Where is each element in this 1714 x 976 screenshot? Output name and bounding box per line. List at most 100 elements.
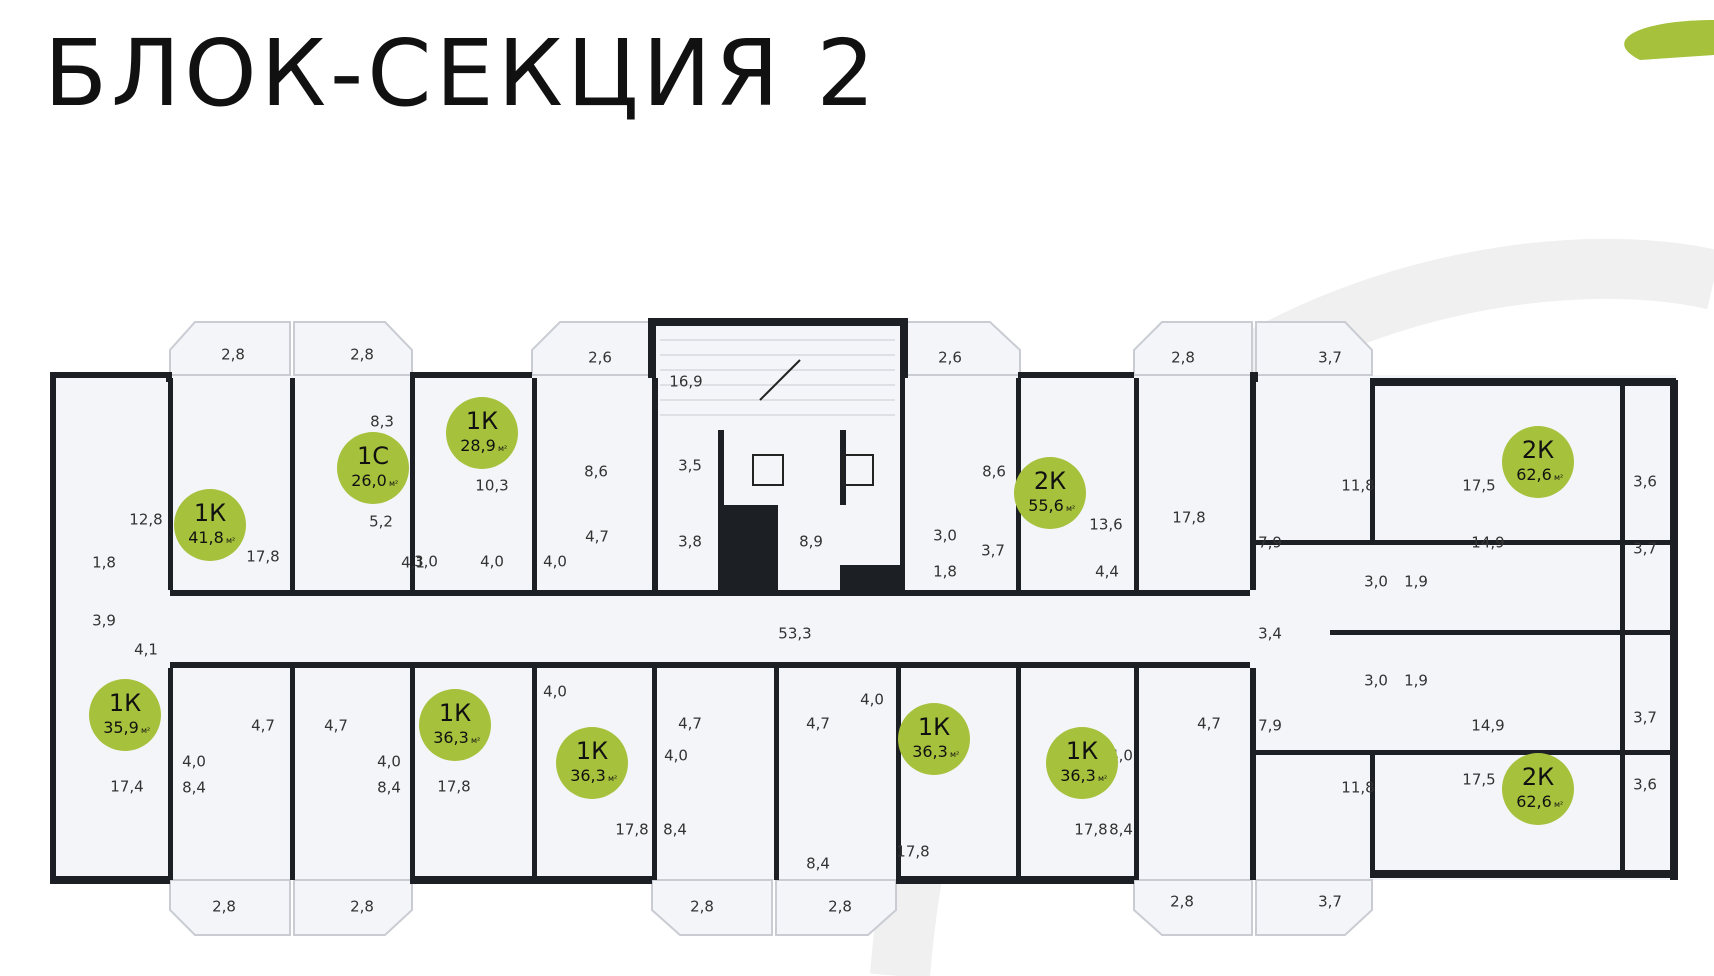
area-unit: м² [1066, 504, 1075, 513]
room-area-label: 17,5 [1462, 477, 1495, 495]
apartment-area: 26,0 [351, 471, 387, 490]
area-unit: м² [950, 750, 959, 759]
room-area-label: 4,7 [806, 715, 830, 733]
room-area-label: 7,9 [1258, 717, 1282, 735]
room-area-label: 8,4 [182, 779, 206, 797]
room-area-label: 2,8 [221, 346, 245, 364]
room-area-label: 8,4 [806, 855, 830, 873]
apartment-area: 28,9 [460, 436, 496, 455]
floor-area [52, 322, 1676, 880]
badge-circle [89, 679, 161, 751]
room-area-label: 4,0 [664, 747, 688, 765]
room-area-label: 3,8 [678, 533, 702, 551]
room-area-label: 3,5 [678, 457, 702, 475]
room-area-label: 17,8 [1074, 821, 1107, 839]
elevator-icon [752, 454, 874, 486]
area-unit: м² [389, 479, 398, 488]
room-area-label: 2,8 [828, 898, 852, 916]
room-area-label: 12,8 [129, 511, 162, 529]
room-area-label: 1,9 [1404, 573, 1428, 591]
room-area-label: 11,8 [1341, 477, 1374, 495]
apartment-area: 41,8 [188, 528, 224, 547]
apartment-type: 2К [1522, 436, 1554, 464]
room-area-label: 4,0 [480, 553, 504, 571]
room-area-label: 17,4 [110, 778, 143, 796]
room-area-label: 17,5 [1462, 771, 1495, 789]
room-area-label: 2,8 [212, 898, 236, 916]
room-area-label: 2,6 [588, 349, 612, 367]
room-area-label: 5,2 [369, 513, 393, 531]
room-area-label: 1,8 [933, 563, 957, 581]
room-area-label: 2,8 [350, 898, 374, 916]
area-unit: м² [608, 774, 617, 783]
room-area-label: 2,8 [350, 346, 374, 364]
room-area-label: 4,4 [1095, 563, 1119, 581]
badge-circle [337, 432, 409, 504]
apartment-type: 2К [1034, 467, 1066, 495]
room-area-label: 3,0 [414, 553, 438, 571]
room-area-label: 8,4 [663, 821, 687, 839]
room-area-label: 17,8 [1172, 509, 1205, 527]
room-area-label: 17,8 [896, 843, 929, 861]
room-area-label: 3,7 [1318, 893, 1342, 911]
room-area-label: 4,0 [182, 753, 206, 771]
room-area-label: 2,8 [690, 898, 714, 916]
apartment-area: 36,3 [570, 766, 606, 785]
badge-circle [1502, 753, 1574, 825]
room-area-label: 17,8 [437, 778, 470, 796]
room-area-label: 11,8 [1341, 779, 1374, 797]
apartment-type: 1К [466, 407, 498, 435]
apartment-type: 1К [1066, 737, 1098, 765]
room-area-label: 3,0 [933, 527, 957, 545]
badge-circle [419, 689, 491, 761]
room-area-label: 8,4 [377, 779, 401, 797]
room-area-label: 3,7 [1318, 349, 1342, 367]
room-area-label: 17,8 [246, 548, 279, 566]
room-area-label: 14,9 [1471, 534, 1504, 552]
apartment-area: 62,6 [1516, 792, 1552, 811]
room-area-label: 2,6 [938, 349, 962, 367]
room-area-label: 3,9 [92, 612, 116, 630]
room-area-label: 8,4 [1109, 821, 1133, 839]
badge-circle [1502, 426, 1574, 498]
area-unit: м² [141, 726, 150, 735]
room-area-label: 3,7 [1633, 540, 1657, 558]
room-area-label: 8,6 [584, 463, 608, 481]
room-area-label: 4,0 [543, 553, 567, 571]
area-unit: м² [226, 536, 235, 545]
walls [50, 318, 1678, 884]
room-area-label: 1,9 [1404, 672, 1428, 690]
room-area-label: 3,4 [1258, 625, 1282, 643]
room-area-label: 7,9 [1258, 534, 1282, 552]
room-area-label: 2,8 [1171, 349, 1195, 367]
apartment-type: 1К [109, 689, 141, 717]
badge-circle [1046, 727, 1118, 799]
room-area-label: 4,0 [377, 753, 401, 771]
room-area-label: 4,7 [324, 717, 348, 735]
room-area-label: 3,7 [1633, 709, 1657, 727]
room-area-label: 4,7 [251, 717, 275, 735]
room-area-label: 17,8 [615, 821, 648, 839]
room-area-label: 14,9 [1471, 717, 1504, 735]
apartment-area: 36,3 [433, 728, 469, 747]
balconies-top [169, 321, 1373, 376]
room-area-label: 4,1 [401, 554, 425, 572]
room-area-label: 3,6 [1633, 473, 1657, 491]
room-area-label: 2,8 [1170, 893, 1194, 911]
room-area-label: 4,0 [860, 691, 884, 709]
room-area-label: 10,3 [475, 477, 508, 495]
room-area-label: 13,6 [1089, 516, 1122, 534]
apartment-area: 62,6 [1516, 465, 1552, 484]
room-area-label: 4,0 [543, 683, 567, 701]
